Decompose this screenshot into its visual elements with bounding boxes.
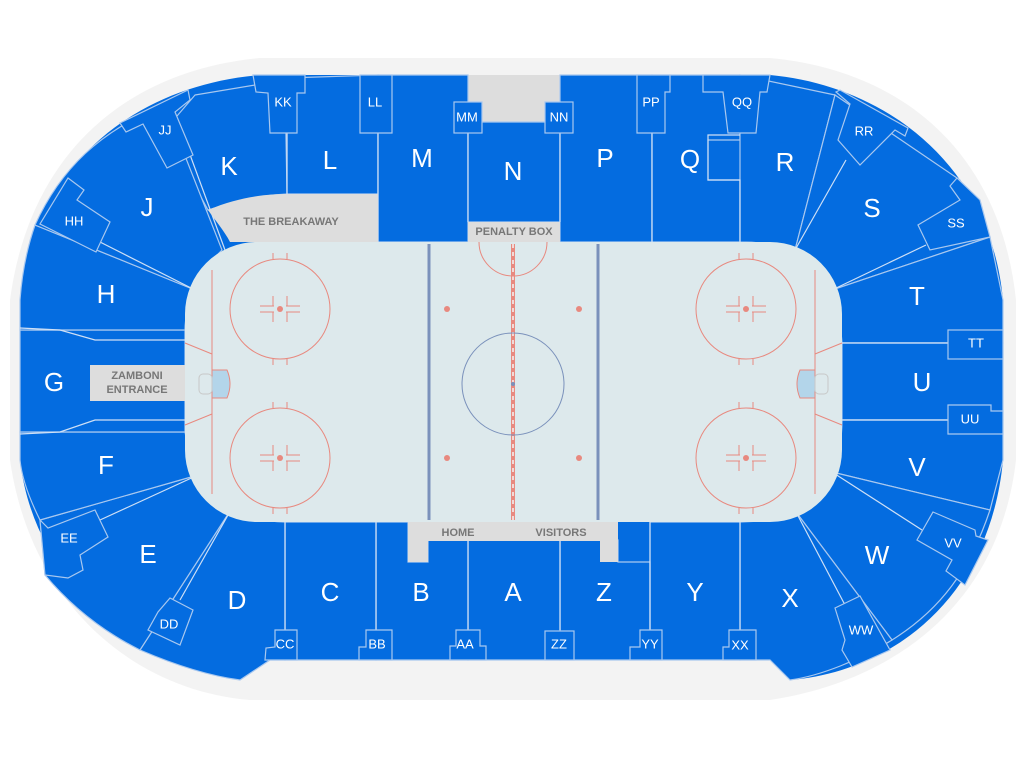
svg-text:PP: PP <box>642 94 659 109</box>
section-HH[interactable] <box>39 177 111 253</box>
svg-text:KK: KK <box>274 94 292 109</box>
svg-text:L: L <box>323 145 337 175</box>
svg-text:M: M <box>411 143 433 173</box>
visitors-bench-label: VISITORS <box>535 527 586 539</box>
section-NN[interactable] <box>544 101 574 134</box>
svg-text:D: D <box>228 585 247 615</box>
home-bench-label: HOME <box>442 527 475 539</box>
svg-text:J: J <box>141 192 154 222</box>
svg-text:EE: EE <box>60 530 78 545</box>
svg-text:X: X <box>781 583 798 613</box>
svg-text:E: E <box>139 539 156 569</box>
penalty-box-label: PENALTY BOX <box>475 226 553 238</box>
section-XX[interactable] <box>722 629 757 661</box>
svg-text:QQ: QQ <box>732 94 752 109</box>
section-UU[interactable] <box>947 404 1004 435</box>
section-KK[interactable] <box>252 74 306 134</box>
section-LL[interactable] <box>359 74 393 134</box>
svg-text:Y: Y <box>686 577 703 607</box>
zamboni-label-1: ZAMBONI <box>111 370 162 382</box>
section-ZZ[interactable] <box>544 630 575 661</box>
svg-text:NN: NN <box>550 109 569 124</box>
svg-text:A: A <box>504 577 522 607</box>
svg-text:F: F <box>98 450 114 480</box>
svg-text:RR: RR <box>855 123 874 138</box>
section-MM[interactable] <box>453 101 483 134</box>
svg-text:G: G <box>44 367 64 397</box>
svg-text:S: S <box>863 193 880 223</box>
svg-text:MM: MM <box>456 109 478 124</box>
section-VV[interactable] <box>916 511 989 586</box>
section-CC[interactable] <box>264 629 298 661</box>
svg-text:ZZ: ZZ <box>551 636 567 651</box>
section-BB[interactable] <box>358 629 393 661</box>
svg-text:Q: Q <box>680 144 700 174</box>
svg-text:SS: SS <box>947 215 965 230</box>
svg-text:K: K <box>220 151 238 181</box>
svg-text:AA: AA <box>456 636 474 651</box>
section-WW[interactable] <box>834 595 891 668</box>
ice-rink <box>184 241 843 522</box>
svg-text:CC: CC <box>276 636 295 651</box>
subsections[interactable] <box>39 74 1004 668</box>
svg-text:T: T <box>909 281 925 311</box>
svg-text:VV: VV <box>944 535 962 550</box>
svg-text:DD: DD <box>160 616 179 631</box>
section-RR[interactable] <box>834 89 909 166</box>
the-breakaway-area <box>208 194 378 242</box>
section-EE[interactable] <box>39 509 109 579</box>
penalty-box-area <box>468 222 560 242</box>
svg-text:V: V <box>908 452 926 482</box>
svg-text:JJ: JJ <box>159 122 172 137</box>
section-DD[interactable] <box>147 597 194 646</box>
zamboni-entrance-area <box>90 365 185 401</box>
svg-text:B: B <box>412 577 429 607</box>
svg-text:WW: WW <box>849 622 874 637</box>
the-breakaway-label: THE BREAKAWAY <box>243 216 339 228</box>
svg-text:TT: TT <box>968 335 984 350</box>
svg-text:H: H <box>97 279 116 309</box>
svg-text:P: P <box>596 143 613 173</box>
svg-text:R: R <box>776 147 795 177</box>
svg-text:N: N <box>504 156 523 186</box>
section-QQ[interactable] <box>702 74 771 134</box>
section-SS[interactable] <box>917 177 991 251</box>
svg-text:LL: LL <box>368 94 382 109</box>
svg-text:W: W <box>865 540 890 570</box>
section-JJ[interactable] <box>119 89 194 169</box>
section-AA[interactable] <box>449 629 487 661</box>
section-YY[interactable] <box>629 629 663 661</box>
section-TT[interactable] <box>947 329 1004 360</box>
svg-text:BB: BB <box>368 636 385 651</box>
zamboni-label-2: ENTRANCE <box>106 384 167 396</box>
svg-text:C: C <box>321 577 340 607</box>
svg-text:U: U <box>913 367 932 397</box>
svg-text:Z: Z <box>596 577 612 607</box>
section-PP[interactable] <box>636 74 671 134</box>
svg-text:UU: UU <box>961 411 980 426</box>
section-labels: A B C D E F G H J K L M N P Q R S T U V … <box>44 94 984 652</box>
svg-text:HH: HH <box>65 213 84 228</box>
bench-area <box>408 522 618 562</box>
svg-text:XX: XX <box>731 637 749 652</box>
svg-text:YY: YY <box>641 636 659 651</box>
